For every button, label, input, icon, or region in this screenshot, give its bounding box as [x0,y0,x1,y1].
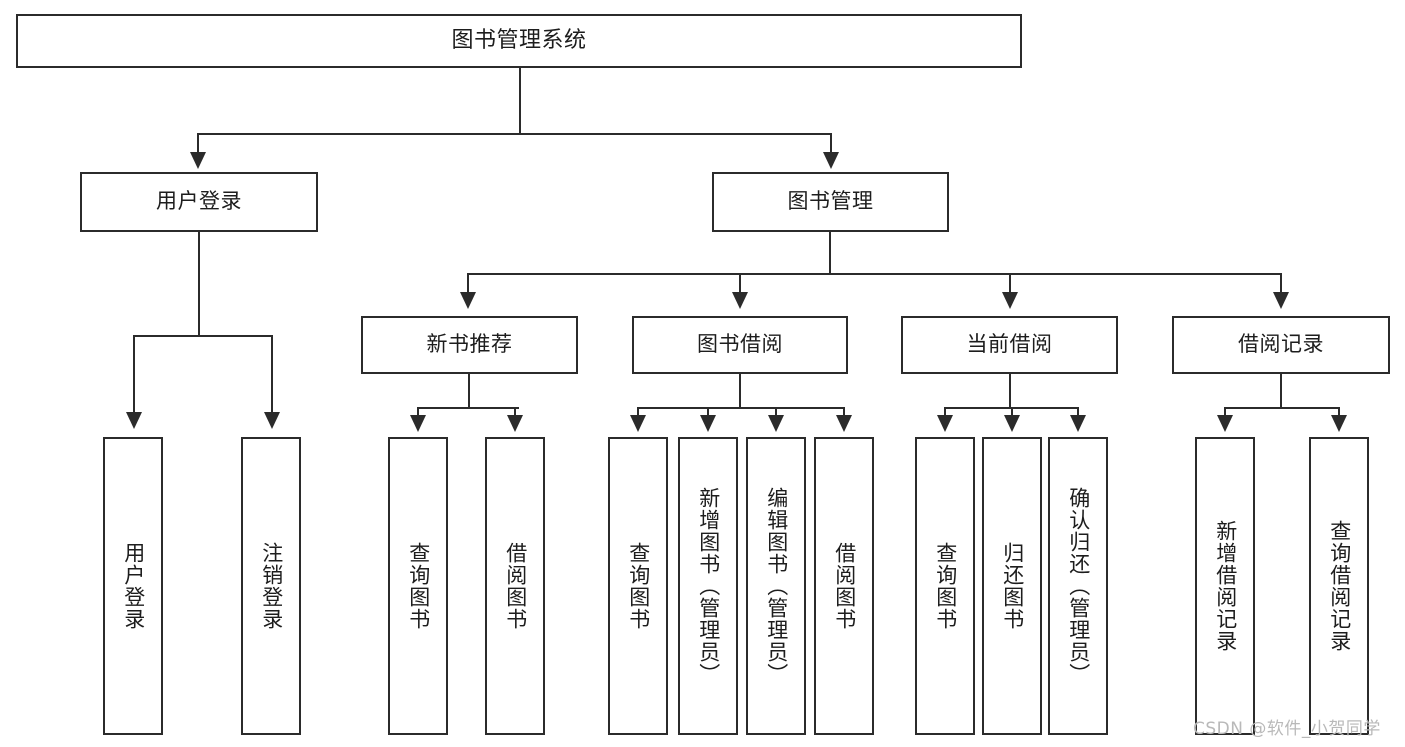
connector-user-login-stem [198,232,200,336]
arrow-borrow-record-leaf-2 [1331,415,1347,432]
leaf-query-book-current[interactable]: 查询图书 [915,437,975,735]
arrow-current-borrow-leaf-2 [1004,415,1020,432]
node-label: 借阅图书 [503,542,528,630]
arrow-book-borrow-leaf-4 [836,415,852,432]
arrow-current-borrow-leaf-1 [937,415,953,432]
connector-new-book-stem [468,374,470,408]
leaf-return-book[interactable]: 归还图书 [982,437,1042,735]
connector-book-borrow-drop-4 [843,407,845,419]
node-label: 用户登录 [156,189,242,214]
connector-borrow-record-drop-2 [1338,407,1340,419]
connector-root-to-user-login [197,133,199,155]
node-label: 借阅记录 [1238,332,1324,357]
node-label: 查询图书 [406,542,431,630]
connector-borrow-record-bus [1224,407,1339,409]
leaf-query-borrow-record[interactable]: 查询借阅记录 [1309,437,1369,735]
connector-book-manage-bus [467,273,1281,275]
node-label: 图书管理 [787,189,874,214]
connector-user-login-bus [133,335,273,337]
leaf-user-login[interactable]: 用户登录 [103,437,163,735]
csdn-watermark: CSDN @软件_小贺同学 [1193,719,1381,739]
connector-book-borrow-drop-1 [637,407,639,419]
arrow-book-borrow-leaf-3 [768,415,784,432]
leaf-logout[interactable]: 注销登录 [241,437,301,735]
arrow-user-login-leaf-2 [264,412,280,429]
connector-root-stem [519,68,521,134]
node-book-borrow[interactable]: 图书借阅 [632,316,848,374]
node-label: 图书借阅 [697,332,783,357]
leaf-confirm-return-admin[interactable]: 确认归还（管理员） [1048,437,1108,735]
arrow-book-manage-child-1 [460,292,476,309]
node-label: 确认归还（管理员） [1066,487,1091,685]
arrow-book-manage-child-2 [732,292,748,309]
node-label: 当前借阅 [966,332,1053,357]
connector-root-to-book-manage [830,133,832,155]
node-label: 查询借阅记录 [1327,520,1352,652]
arrow-borrow-record-leaf-1 [1217,415,1233,432]
leaf-edit-book-admin[interactable]: 编辑图书（管理员） [746,437,806,735]
connector-current-borrow-stem [1009,374,1011,408]
node-current-borrow[interactable]: 当前借阅 [901,316,1118,374]
node-label: 注销登录 [259,542,284,630]
connector-borrow-record-drop-1 [1224,407,1226,419]
connector-new-book-drop-2 [514,407,516,419]
connector-current-borrow-drop-1 [944,407,946,419]
connector-book-manage-stem [829,232,831,274]
leaf-query-book-recommend[interactable]: 查询图书 [388,437,448,735]
node-label: 查询图书 [933,542,958,630]
leaf-borrow-book[interactable]: 借阅图书 [814,437,874,735]
arrow-user-login-leaf-1 [126,412,142,429]
node-label: 图书管理系统 [451,27,587,53]
node-label: 查询图书 [626,542,651,630]
connector-new-book-bus [417,407,519,409]
connector-new-book-drop-1 [417,407,419,419]
connector-book-borrow-stem [739,374,741,408]
node-label: 借阅图书 [832,542,857,630]
connector-book-manage-drop-3 [1009,273,1011,295]
arrow-root-to-user-login [190,152,206,169]
connector-user-login-drop-1 [133,335,135,415]
leaf-query-book-borrow[interactable]: 查询图书 [608,437,668,735]
connector-book-manage-drop-1 [467,273,469,295]
node-borrow-record[interactable]: 借阅记录 [1172,316,1390,374]
node-root-system[interactable]: 图书管理系统 [16,14,1022,68]
arrow-current-borrow-leaf-3 [1070,415,1086,432]
node-user-login[interactable]: 用户登录 [80,172,318,232]
node-label: 新书推荐 [426,332,513,357]
connector-borrow-record-stem [1280,374,1282,408]
connector-user-login-drop-2 [271,335,273,415]
arrow-root-to-book-manage [823,152,839,169]
connector-book-borrow-drop-3 [775,407,777,419]
node-label: 用户登录 [121,542,146,630]
connector-book-borrow-drop-2 [707,407,709,419]
arrow-new-book-leaf-2 [507,415,523,432]
arrow-book-manage-child-3 [1002,292,1018,309]
connector-book-borrow-bus [637,407,844,409]
node-label: 新增图书（管理员） [696,487,721,685]
node-label: 新增借阅记录 [1213,520,1238,652]
node-label: 编辑图书（管理员） [764,487,789,685]
arrow-book-borrow-leaf-1 [630,415,646,432]
node-new-book-recommend[interactable]: 新书推荐 [361,316,578,374]
connector-current-borrow-drop-3 [1077,407,1079,419]
arrow-new-book-leaf-1 [410,415,426,432]
leaf-borrow-book-recommend[interactable]: 借阅图书 [485,437,545,735]
leaf-add-book-admin[interactable]: 新增图书（管理员） [678,437,738,735]
connector-current-borrow-drop-2 [1011,407,1013,419]
leaf-add-borrow-record[interactable]: 新增借阅记录 [1195,437,1255,735]
arrow-book-manage-child-4 [1273,292,1289,309]
connector-root-bus [197,133,832,135]
connector-book-manage-drop-2 [739,273,741,295]
node-label: 归还图书 [1000,542,1025,630]
node-book-management[interactable]: 图书管理 [712,172,949,232]
connector-book-manage-drop-4 [1280,273,1282,295]
arrow-book-borrow-leaf-2 [700,415,716,432]
